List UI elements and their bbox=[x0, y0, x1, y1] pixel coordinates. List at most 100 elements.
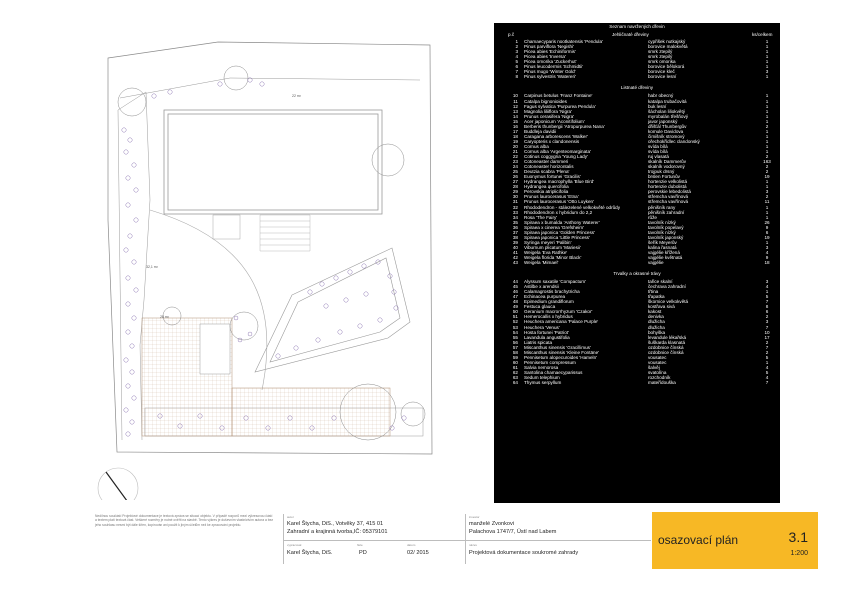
latin-name: Deutzia scabra 'Plena' bbox=[524, 169, 570, 175]
quantity: 163 bbox=[763, 159, 771, 165]
latin-name: Salvia nemorosa bbox=[524, 364, 559, 370]
row-number: 45 bbox=[512, 284, 518, 290]
quantity: 1 bbox=[765, 118, 769, 124]
quantity: 7 bbox=[765, 324, 769, 330]
row-number: 55 bbox=[512, 334, 518, 340]
row-number: 43 bbox=[512, 260, 518, 266]
row-number: 27 bbox=[512, 179, 518, 185]
quantity: 9 bbox=[765, 254, 769, 260]
quantity: 1 bbox=[765, 64, 769, 70]
quantity: 1 bbox=[765, 59, 769, 65]
latin-name: Prunus cerasifera 'Nigra' bbox=[524, 113, 575, 119]
quantity: 7 bbox=[765, 380, 769, 386]
quantity: 1 bbox=[765, 209, 769, 215]
quantity: 19 bbox=[764, 234, 770, 240]
row-number: 48 bbox=[512, 299, 518, 305]
row-number: 25 bbox=[512, 169, 518, 175]
row-number: 59 bbox=[512, 354, 518, 360]
row-number: 40 bbox=[512, 244, 518, 250]
row-number: 23 bbox=[512, 159, 518, 165]
row-number: 35 bbox=[512, 219, 518, 225]
czech-name: skalník Dammerův bbox=[648, 159, 687, 165]
row-number: 24 bbox=[512, 164, 518, 170]
latin-name: Echinacea purpurea bbox=[524, 294, 566, 300]
row-number: 47 bbox=[512, 294, 518, 300]
row-number: 20 bbox=[512, 143, 518, 149]
latin-name: Hydrangea quercifolia bbox=[524, 184, 569, 190]
czech-name: ruj vlasatá bbox=[648, 154, 669, 160]
row-number: 2 bbox=[515, 44, 518, 50]
czech-name: šeřík Meyerův bbox=[648, 239, 677, 245]
latin-name: Heuchera 'Venus' bbox=[524, 324, 560, 330]
quantity: 11 bbox=[764, 199, 770, 205]
house-outline bbox=[163, 109, 383, 215]
czech-name: šuškarda klasnatá bbox=[648, 339, 686, 345]
czech-name: borovice malokvětá bbox=[648, 44, 688, 50]
czech-name: šácholan liliokvětý bbox=[648, 108, 686, 114]
quantity: 4 bbox=[765, 249, 769, 255]
row-number: 1 bbox=[515, 39, 518, 45]
garden-site-plan: 22 m² 32,1 m² 28 m² bbox=[97, 41, 433, 500]
quantity: 1 bbox=[765, 143, 769, 149]
czech-name: svída bílá bbox=[648, 143, 668, 149]
row-number: 14 bbox=[512, 113, 518, 119]
czech-name: buk lesní bbox=[648, 103, 667, 109]
date-label: datum bbox=[407, 543, 416, 547]
area-label-terrace: 28 m² bbox=[160, 315, 170, 319]
latin-name: Hydrangea macrophylla 'Blue Bird' bbox=[524, 179, 595, 185]
quantity: 8 bbox=[765, 304, 769, 310]
latin-name: Hosta fortunei 'Patriot' bbox=[524, 329, 569, 335]
latin-name: Catalpa bignonioides bbox=[524, 98, 567, 104]
quantity: 1 bbox=[765, 74, 769, 80]
row-number: 29 bbox=[512, 189, 518, 195]
quantity: 1 bbox=[765, 148, 769, 154]
latin-name: Spiraea japonica 'Little Princess' bbox=[524, 234, 590, 240]
quantity: 1 bbox=[765, 128, 769, 134]
row-number: 15 bbox=[512, 118, 518, 124]
drawing-stamp: osazovací plán 3.1 1:200 bbox=[652, 512, 818, 569]
row-number: 39 bbox=[512, 239, 518, 245]
latin-name: Pinus parviflora 'Negishi' bbox=[524, 44, 575, 50]
quantity: 19 bbox=[764, 174, 770, 180]
quantity: 2 bbox=[765, 154, 769, 160]
czech-name: tavolník nízký bbox=[648, 219, 676, 225]
quantity: 1 bbox=[765, 113, 769, 119]
section-heading: Jehličnaté dřeviny bbox=[612, 32, 649, 38]
latin-name: Weigela 'Mimael' bbox=[524, 260, 559, 266]
quantity: 5 bbox=[765, 369, 769, 375]
czech-name: katalpa trubačovitá bbox=[648, 98, 687, 104]
col-total-header: ks/celkem bbox=[752, 32, 773, 38]
latin-name: Pennisetum alopecuroides 'Hameln' bbox=[524, 354, 597, 360]
czech-name: denivka bbox=[648, 314, 664, 320]
author-company: Zahradní a krajinná tvorba,IČ: 05379101 bbox=[287, 529, 388, 535]
latin-name: Weigela 'Eva Rathke' bbox=[524, 249, 568, 255]
czech-name: tavolník japonský bbox=[648, 234, 684, 240]
latin-name: Cotinus coggygria 'Young Lady' bbox=[524, 154, 588, 160]
quantity: 6 bbox=[765, 229, 769, 235]
czech-name: smrk ztepilý bbox=[648, 54, 673, 60]
area-label-west: 32,1 m² bbox=[146, 265, 159, 269]
latin-name: Rhododendron - stálezelené velkokvěté od… bbox=[524, 204, 621, 210]
czech-name: vajgélie bbox=[648, 260, 664, 266]
czech-name: perovskie lebedolistá bbox=[648, 189, 691, 195]
latin-name: Heuchera americana 'Palace Purple' bbox=[524, 319, 599, 325]
row-number: 37 bbox=[512, 229, 518, 235]
czech-name: pěnišník rany bbox=[648, 204, 676, 210]
row-number: 22 bbox=[512, 154, 518, 160]
